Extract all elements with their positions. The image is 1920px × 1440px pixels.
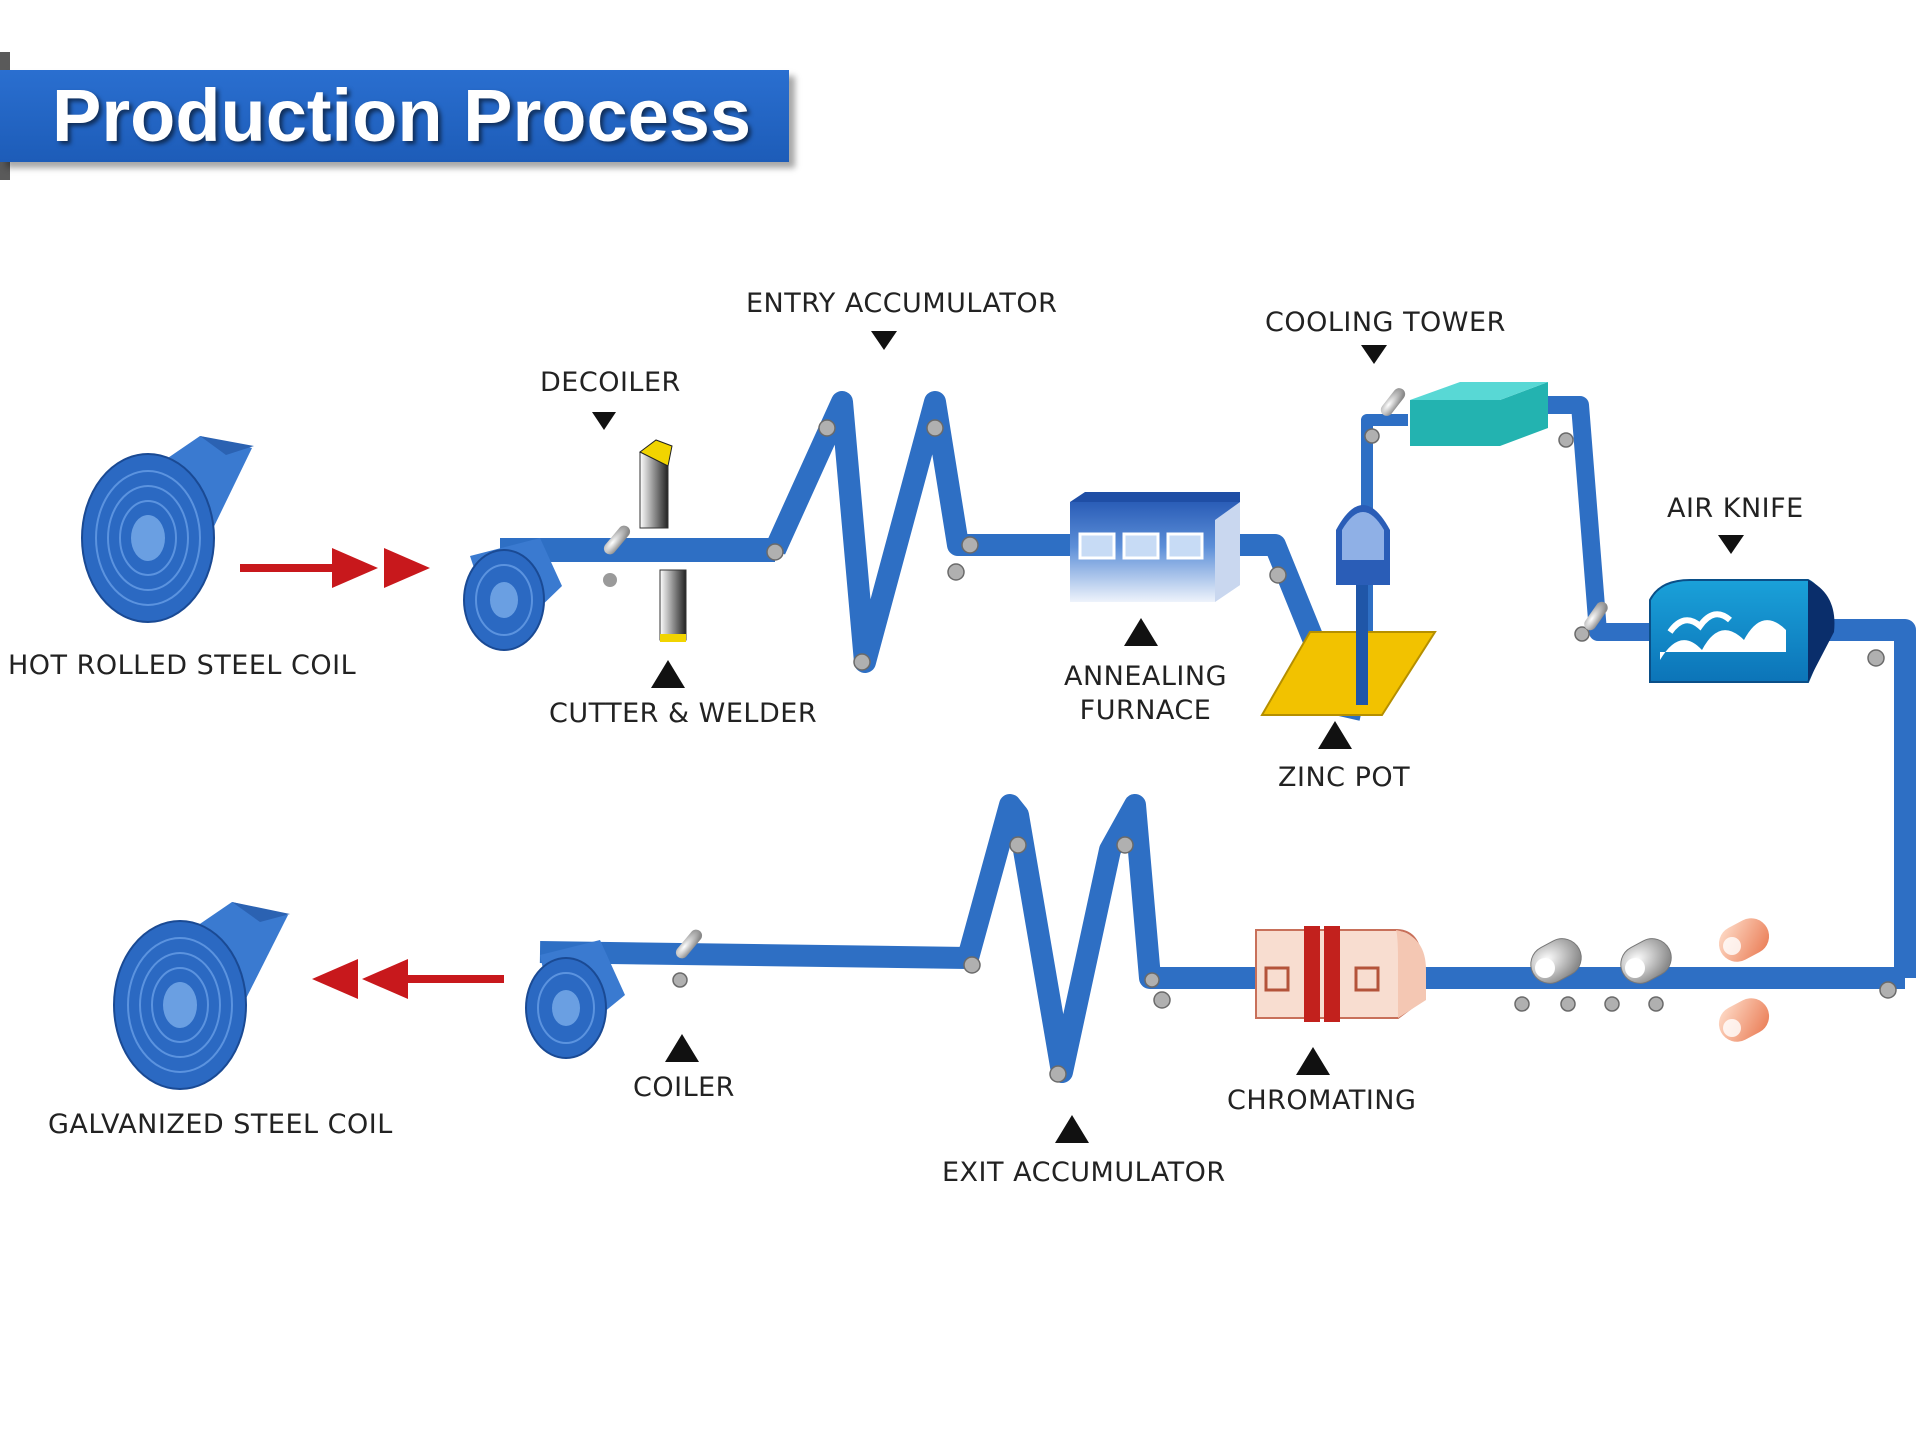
cutter-welder-pointer-icon (651, 660, 685, 688)
label-galvanized-steel-coil: GALVANIZED STEEL COIL (48, 1109, 393, 1140)
exit-accumulator-pointer-icon (1055, 1115, 1089, 1143)
coiler-coil-icon (525, 940, 625, 1059)
label-annealing-furnace: ANNEALING FURNACE (1064, 661, 1228, 726)
output-arrow-icon (312, 959, 504, 999)
label-cutter-welder: CUTTER & WELDER (549, 698, 818, 729)
label-hot-rolled-steel-coil: HOT ROLLED STEEL COIL (8, 650, 357, 681)
lower-strip-line (539, 794, 1905, 1083)
copper-rolls-icon (1718, 918, 1770, 1042)
air-knife-icon (1649, 579, 1835, 683)
decoiler-pointer-icon (592, 412, 616, 430)
decoiler-coil-icon (463, 538, 562, 651)
zinc-pot-pointer-icon (1318, 721, 1352, 749)
coiler-pointer-icon (665, 1034, 699, 1062)
hot-rolled-coil-icon (81, 436, 254, 623)
annealing-furnace-pointer-icon (1124, 618, 1158, 646)
chromating-pointer-icon (1296, 1047, 1330, 1075)
cooling-tower-icon (1380, 382, 1548, 446)
zinc-pot-icon (1260, 505, 1437, 716)
annealing-furnace-icon (1070, 492, 1240, 602)
label-zinc-pot: ZINC POT (1278, 762, 1411, 793)
page-title: Production Process (52, 74, 752, 157)
cooling-rollers (1364, 428, 1885, 667)
air-knife-pointer-icon (1718, 535, 1744, 554)
pointer-triangles (592, 331, 1744, 1143)
label-cooling-tower: COOLING TOWER (1265, 307, 1506, 338)
entry-accumulator-pointer-icon (871, 331, 897, 350)
decoiler-rollers (603, 525, 631, 587)
cutter-welder-icon (639, 439, 687, 642)
label-air-knife: AIR KNIFE (1667, 493, 1804, 524)
label-entry-accumulator: ENTRY ACCUMULATOR (746, 288, 1058, 319)
entry-accumulator-rollers (766, 419, 979, 671)
cooling-tower-pointer-icon (1361, 345, 1387, 364)
grey-rolls-icon (1530, 938, 1672, 984)
label-decoiler: DECOILER (540, 367, 681, 398)
label-exit-accumulator: EXIT ACCUMULATOR (942, 1157, 1226, 1188)
label-coiler: COILER (633, 1072, 735, 1103)
label-chromating: CHROMATING (1227, 1085, 1417, 1116)
galvanized-coil-icon (113, 902, 290, 1090)
input-arrow-icon (240, 548, 430, 588)
chromating-icon (1255, 926, 1426, 1022)
lower-rollers (672, 836, 1897, 1083)
title-banner (0, 70, 789, 162)
